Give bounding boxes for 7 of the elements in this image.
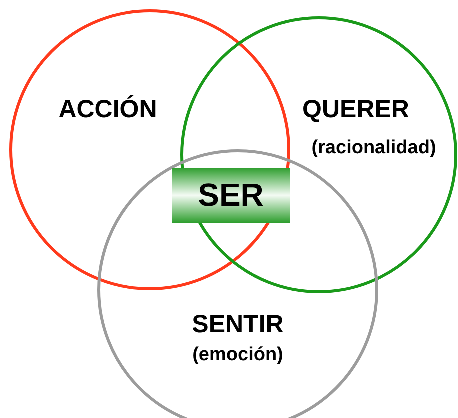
region-title: SER: [198, 179, 264, 211]
region-subtitle: (emoción): [192, 346, 284, 364]
region-title: ACCIÓN: [58, 98, 158, 122]
center-box: [172, 168, 290, 223]
region-title: QUERER: [302, 98, 410, 122]
region-subtitle: (racionalidad): [312, 138, 436, 158]
region-title: SENTIR: [192, 312, 284, 338]
